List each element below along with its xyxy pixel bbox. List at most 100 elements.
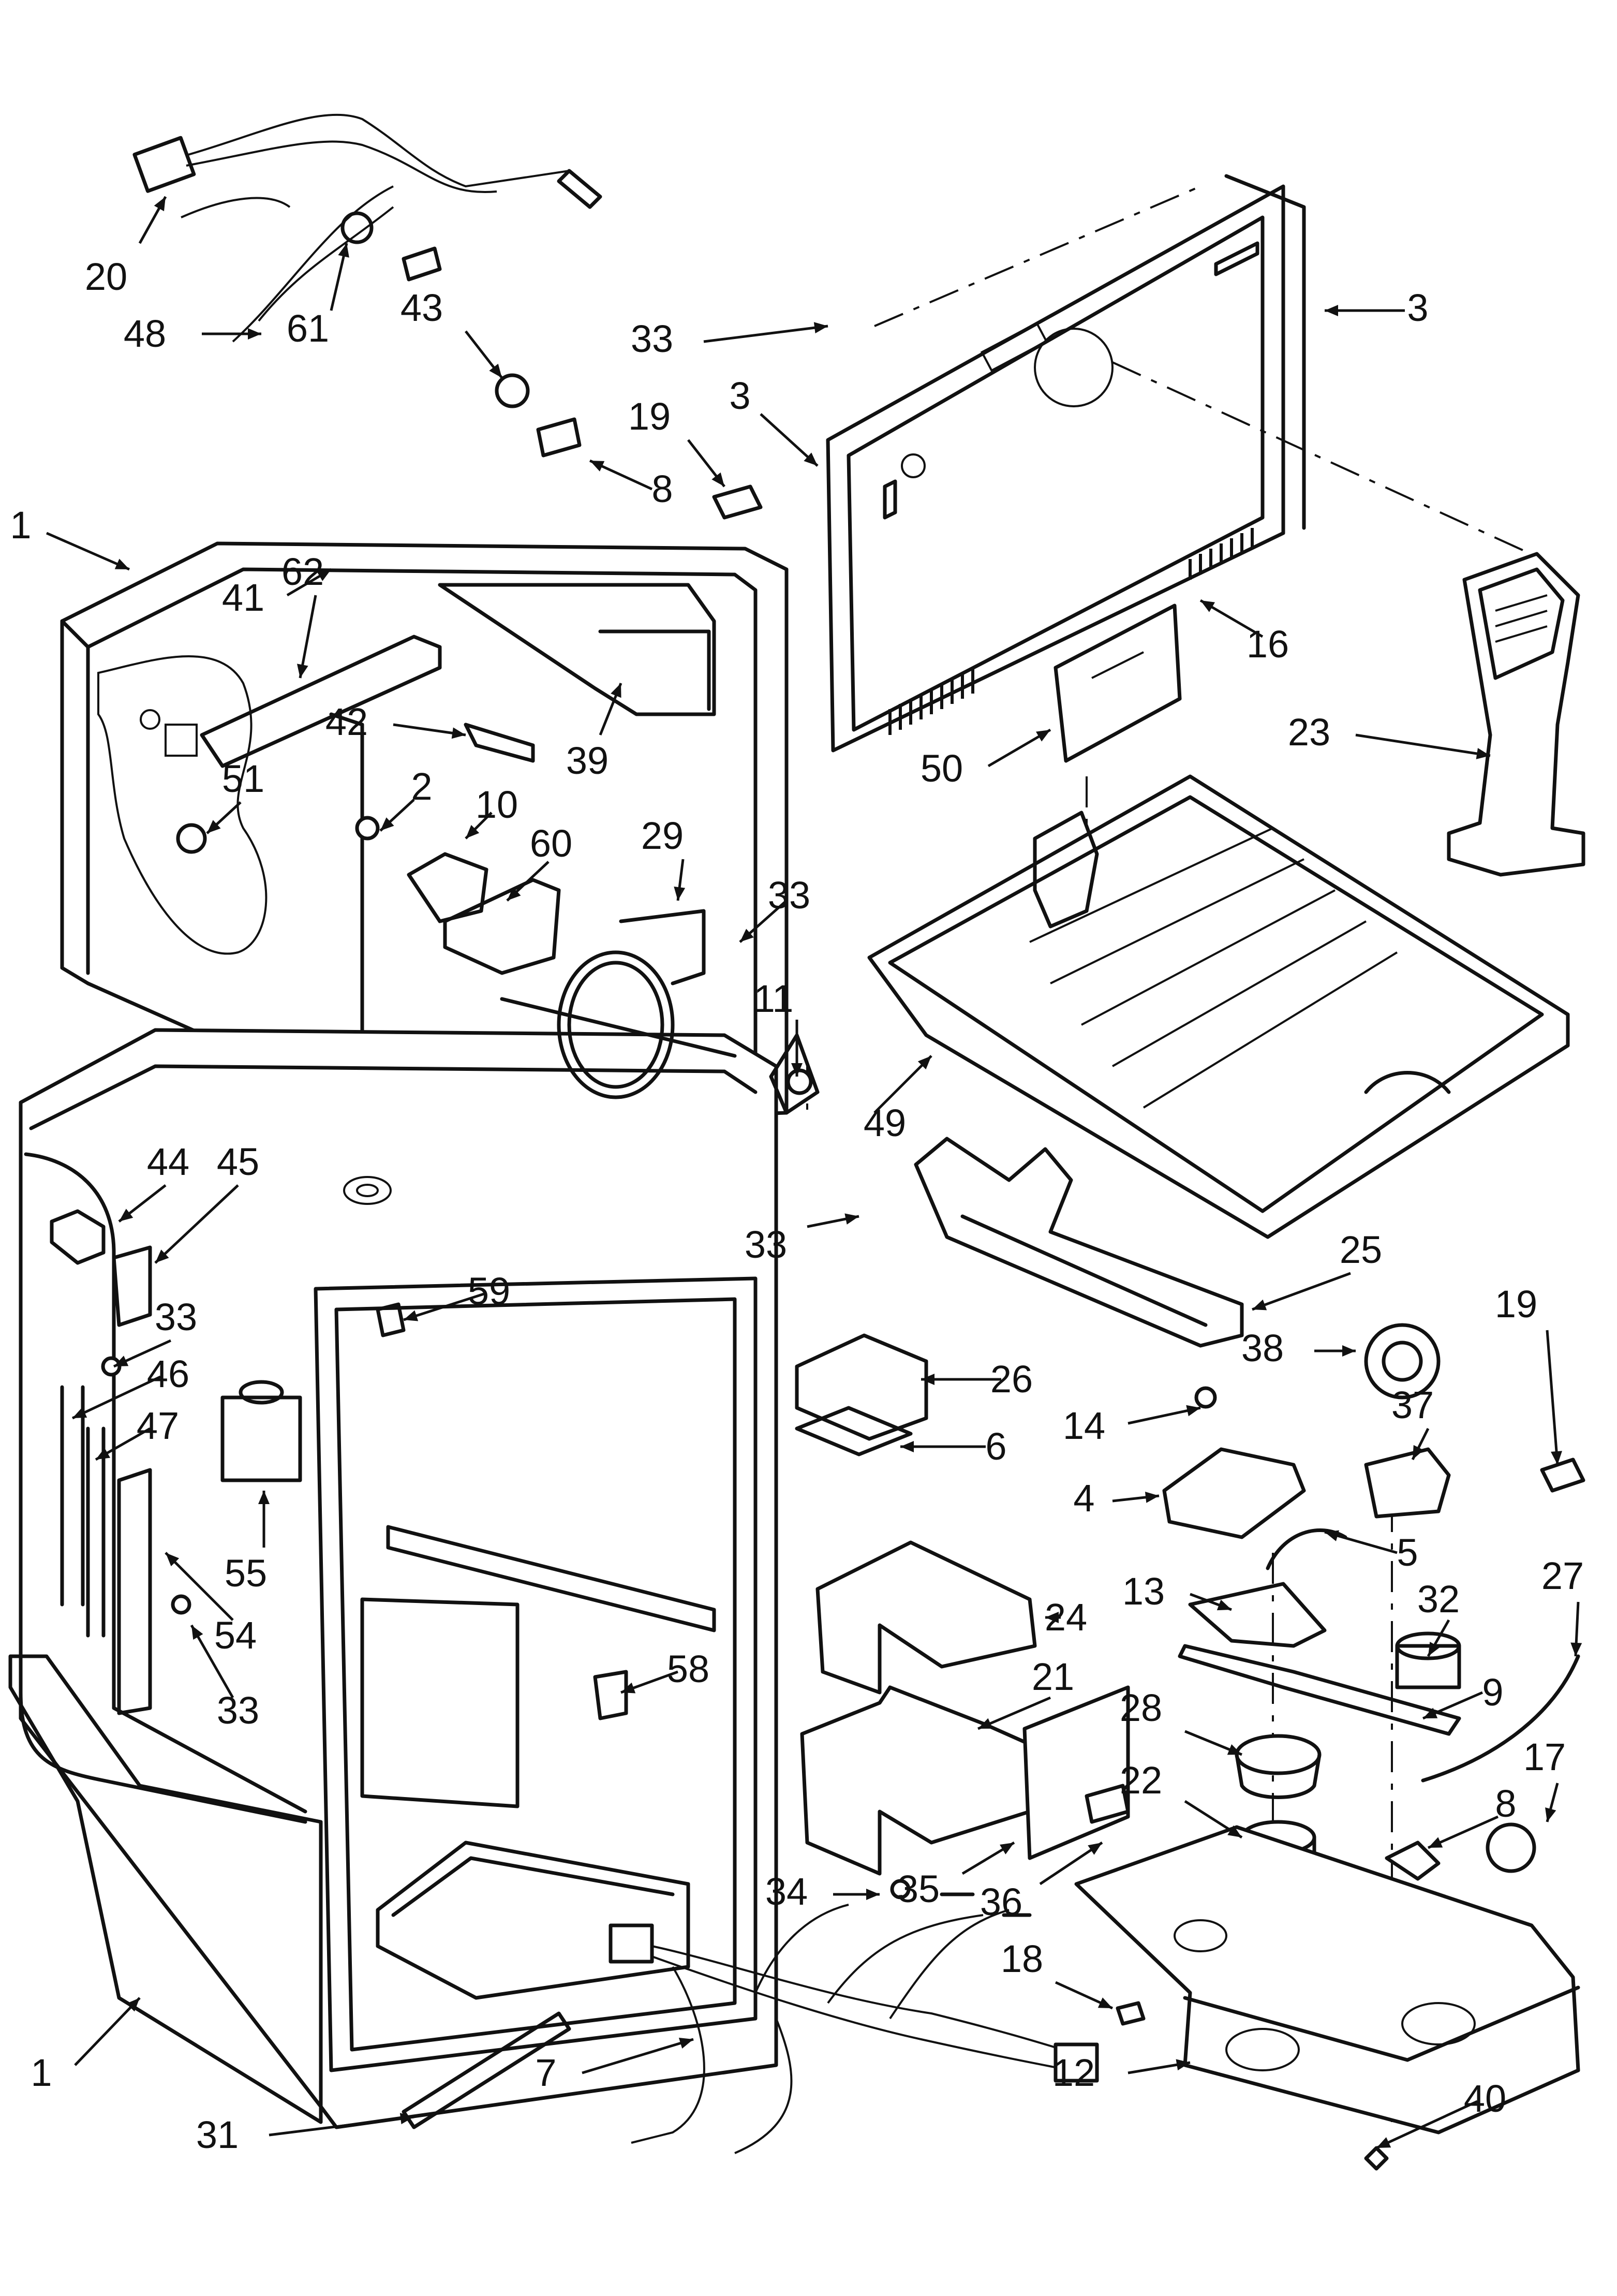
callout-26: 26 — [921, 1358, 1033, 1401]
leader-arrowhead — [404, 1310, 419, 1321]
leader-arrowhead — [1088, 1843, 1102, 1855]
wiring-harness-upper — [132, 113, 602, 343]
leader-arrowhead — [1252, 1299, 1267, 1311]
callout-number: 43 — [400, 286, 443, 329]
callout-60: 60 — [506, 822, 572, 902]
leader-arrowhead — [1217, 1599, 1232, 1611]
callout-number: 20 — [85, 255, 127, 298]
callout-8: 8 — [589, 459, 673, 510]
callout-number: 50 — [921, 747, 963, 790]
callout-51: 51 — [206, 757, 264, 834]
callout-number: 10 — [476, 783, 518, 826]
callout-27: 27 — [1541, 1554, 1584, 1657]
callout-9: 9 — [1422, 1671, 1504, 1720]
callout-number: 44 — [147, 1140, 189, 1183]
callout-5: 5 — [1324, 1530, 1418, 1574]
callout-number: 37 — [1391, 1384, 1434, 1426]
leader-arrowhead — [866, 1889, 880, 1900]
part-59 — [376, 1302, 406, 1337]
callout-number: 27 — [1541, 1554, 1584, 1597]
callout-number: 32 — [1417, 1578, 1460, 1621]
callout-number: 60 — [530, 822, 572, 865]
leader-line — [71, 1375, 161, 1420]
ice-bin — [867, 774, 1570, 1239]
leader-line — [1355, 733, 1491, 757]
callout-number: 8 — [1495, 1782, 1516, 1825]
leader-line — [154, 1184, 239, 1264]
leader-arrowhead — [590, 461, 605, 472]
leader-line — [703, 325, 828, 343]
callout-33: 33 — [739, 874, 810, 943]
leader-arrowhead — [338, 243, 349, 258]
leader-arrowhead — [978, 1718, 993, 1729]
callout-43: 43 — [400, 286, 503, 379]
leader-arrowhead — [1423, 1708, 1438, 1718]
callout-number: 26 — [990, 1358, 1033, 1401]
leader-arrowhead — [1035, 730, 1050, 742]
callout-36: 36 — [980, 1841, 1103, 1923]
callout-12: 12 — [1052, 2051, 1191, 2094]
callout-number: 19 — [628, 395, 671, 438]
leader-arrowhead — [166, 1553, 180, 1567]
callout-number: 14 — [1063, 1404, 1105, 1447]
callout-number: 11 — [754, 977, 794, 1020]
callout-number: 3 — [1407, 286, 1428, 329]
leader-arrowhead — [114, 558, 129, 569]
leader-arrowhead — [1476, 748, 1490, 759]
callout-24: 24 — [1045, 1596, 1087, 1639]
leader-arrowhead — [1325, 305, 1338, 316]
left-wall-components — [50, 1209, 302, 1715]
leader-line — [269, 2115, 414, 2137]
leader-arrowhead — [1570, 1642, 1582, 1656]
leader-arrowhead — [813, 322, 828, 334]
leader-arrowhead — [1176, 2059, 1190, 2071]
leader-line — [74, 1997, 141, 2066]
callout-number: 48 — [124, 312, 166, 355]
callout-6: 6 — [900, 1425, 1007, 1468]
leader-arrowhead — [507, 887, 521, 901]
callout-25: 25 — [1252, 1228, 1382, 1311]
callout-number: 62 — [281, 550, 324, 593]
callout-number: 36 — [980, 1880, 1022, 1923]
callout-number: 2 — [411, 765, 432, 808]
callout-number: 61 — [287, 307, 329, 350]
callout-19: 19 — [1495, 1283, 1562, 1465]
callout-33: 33 — [190, 1624, 259, 1732]
callout-21: 21 — [977, 1655, 1074, 1730]
callout-54: 54 — [165, 1552, 257, 1657]
leader-arrowhead — [451, 727, 466, 739]
callout-20: 20 — [85, 196, 167, 298]
leader-arrowhead — [1551, 1451, 1562, 1465]
callout-13: 13 — [1122, 1570, 1232, 1613]
dispenser-housing — [1447, 552, 1585, 877]
callout-23: 23 — [1288, 711, 1491, 759]
leader-arrowhead — [154, 197, 166, 212]
leader-arrowhead — [1097, 1997, 1112, 2008]
wiring-harness-lower — [609, 1892, 1099, 2154]
callout-32: 32 — [1417, 1578, 1460, 1657]
leader-arrowhead — [791, 1063, 803, 1077]
leader-arrowhead — [1145, 1491, 1159, 1503]
callout-number: 54 — [214, 1614, 257, 1657]
callout-58: 58 — [620, 1647, 709, 1694]
callout-number: 51 — [222, 757, 264, 800]
callout-number: 25 — [1340, 1228, 1382, 1271]
leader-arrowhead — [1428, 1837, 1443, 1848]
callout-31: 31 — [196, 2113, 414, 2156]
leader-arrowhead — [611, 683, 621, 698]
leader-line — [165, 1552, 234, 1621]
leader-arrowhead — [678, 2037, 693, 2049]
leader-arrowhead — [72, 1407, 87, 1418]
callout-number: 33 — [768, 874, 810, 917]
callout-number: 38 — [1241, 1327, 1284, 1370]
callout-number: 28 — [1120, 1686, 1162, 1729]
callout-55: 55 — [225, 1491, 270, 1595]
leader-line — [299, 595, 317, 679]
callout-45: 45 — [154, 1140, 259, 1264]
callout-number: 24 — [1045, 1596, 1087, 1639]
callout-44: 44 — [118, 1140, 189, 1223]
leader-line — [46, 532, 130, 571]
callout-number: 47 — [137, 1404, 179, 1447]
leader-arrowhead — [1186, 1405, 1200, 1417]
